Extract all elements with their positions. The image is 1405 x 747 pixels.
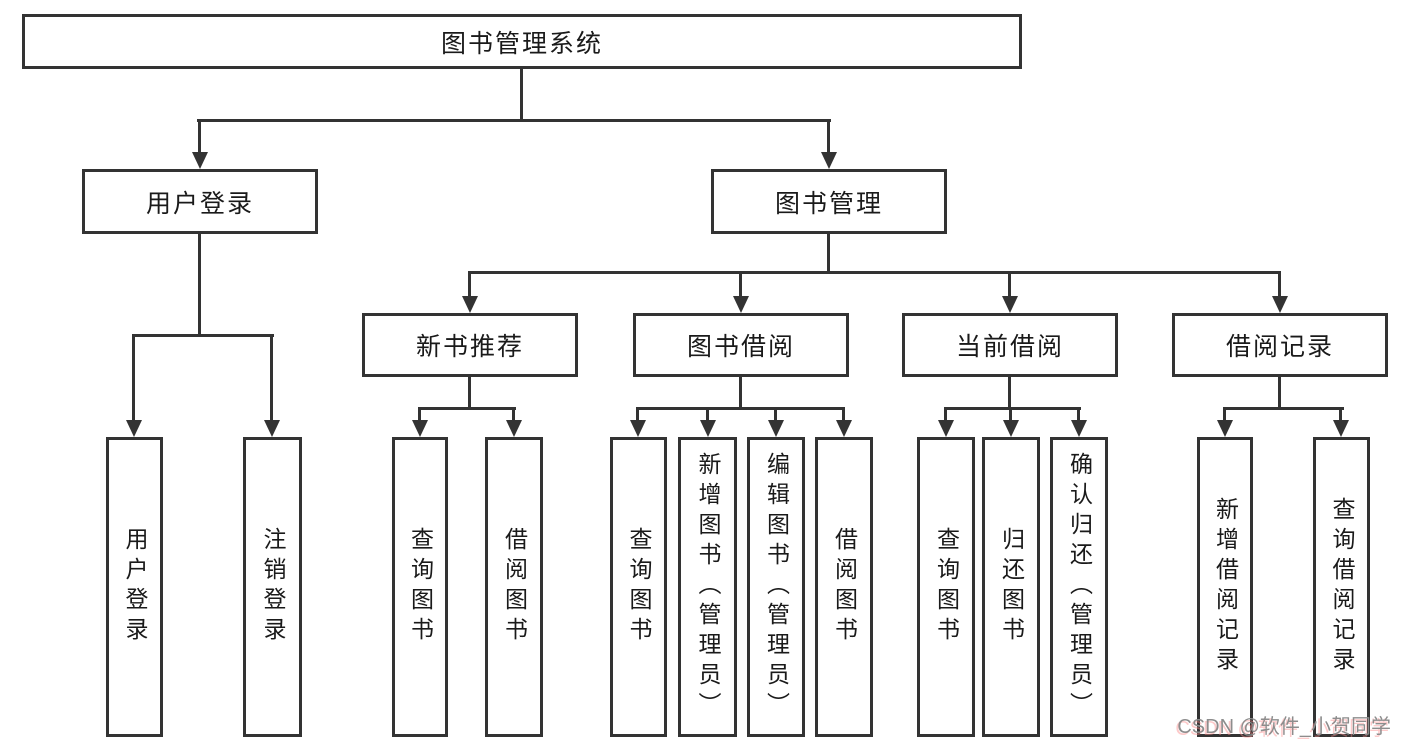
connector-line — [512, 407, 515, 422]
node-borrow-records: 借阅记录 — [1172, 313, 1388, 377]
leaf-newbook-query-label: 查询图书 — [407, 527, 434, 647]
node-book-management: 图书管理 — [711, 169, 947, 234]
connector-line — [197, 119, 831, 122]
connector-line — [1009, 407, 1012, 422]
node-new-book-recommend: 新书推荐 — [362, 313, 578, 377]
node-user-login-label: 用户登录 — [145, 189, 254, 218]
leaf-current-query: 查询图书 — [917, 437, 975, 737]
arrow-down-icon — [1333, 420, 1349, 437]
connector-line — [739, 271, 742, 298]
leaf-borrow-edit-book: 编辑图书（管理员） — [747, 437, 805, 737]
arrow-down-icon — [768, 420, 784, 437]
leaf-user-login-label: 用户登录 — [122, 527, 148, 647]
leaf-record-query-label: 查询借阅记录 — [1329, 497, 1355, 677]
leaf-logout: 注销登录 — [243, 437, 302, 737]
connector-line — [827, 119, 830, 154]
arrow-down-icon — [700, 420, 716, 437]
leaf-borrow-borrow-book: 借阅图书 — [815, 437, 873, 737]
connector-line — [1008, 375, 1011, 409]
node-new-book-recommend-label: 新书推荐 — [415, 333, 524, 361]
connector-line — [1008, 271, 1011, 298]
arrow-down-icon — [1272, 296, 1288, 313]
leaf-newbook-borrow-label: 借阅图书 — [501, 527, 528, 647]
connector-line — [944, 407, 947, 422]
arrow-down-icon — [1003, 420, 1019, 437]
connector-line — [468, 271, 1281, 274]
node-current-borrow-label: 当前借阅 — [955, 333, 1064, 361]
connector-line — [1278, 271, 1281, 298]
connector-line — [636, 407, 845, 410]
leaf-current-return: 归还图书 — [982, 437, 1040, 737]
arrow-down-icon — [1071, 420, 1087, 437]
arrow-down-icon — [733, 296, 749, 313]
connector-line — [198, 119, 201, 154]
leaf-current-return-label: 归还图书 — [998, 527, 1025, 647]
arrow-down-icon — [836, 420, 852, 437]
leaf-borrow-query: 查询图书 — [610, 437, 667, 737]
connector-line — [468, 375, 471, 409]
connector-line — [1223, 407, 1344, 410]
leaf-newbook-query: 查询图书 — [392, 437, 448, 737]
node-borrow-records-label: 借阅记录 — [1225, 333, 1334, 361]
connector-line — [132, 334, 135, 422]
arrow-down-icon — [821, 152, 837, 169]
node-book-borrow-label: 图书借阅 — [686, 333, 795, 361]
arrow-down-icon — [938, 420, 954, 437]
leaf-current-confirm-return: 确认归还（管理员） — [1050, 437, 1108, 737]
connector-line — [270, 334, 273, 422]
connector-line — [827, 232, 830, 273]
connector-line — [706, 407, 709, 422]
leaf-borrow-query-label: 查询图书 — [626, 527, 652, 647]
leaf-borrow-borrow-book-label: 借阅图书 — [831, 527, 858, 647]
connector-line — [418, 407, 421, 422]
leaf-newbook-borrow: 借阅图书 — [485, 437, 543, 737]
leaf-record-add: 新增借阅记录 — [1197, 437, 1253, 737]
leaf-current-query-label: 查询图书 — [933, 527, 960, 647]
leaf-user-login: 用户登录 — [106, 437, 163, 737]
arrow-down-icon — [1002, 296, 1018, 313]
arrow-down-icon — [412, 420, 428, 437]
arrow-down-icon — [264, 420, 280, 437]
leaf-borrow-add-book-label: 新增图书（管理员） — [695, 452, 721, 722]
arrow-down-icon — [506, 420, 522, 437]
node-current-borrow: 当前借阅 — [902, 313, 1118, 377]
node-book-borrow: 图书借阅 — [633, 313, 849, 377]
arrow-down-icon — [126, 420, 142, 437]
connector-line — [1223, 407, 1226, 422]
node-root-label: 图书管理系统 — [440, 29, 603, 58]
connector-line — [133, 334, 274, 337]
leaf-logout-label: 注销登录 — [260, 527, 286, 647]
connector-line — [944, 407, 1081, 410]
leaf-record-add-label: 新增借阅记录 — [1212, 497, 1239, 677]
arrow-down-icon — [462, 296, 478, 313]
connector-line — [774, 407, 777, 422]
node-user-login: 用户登录 — [82, 169, 318, 234]
connector-line — [198, 232, 201, 334]
leaf-record-query: 查询借阅记录 — [1313, 437, 1370, 737]
connector-line — [739, 375, 742, 409]
connector-line — [418, 407, 516, 410]
csdn-watermark: CSDN @软件_小贺同学 — [1177, 716, 1391, 738]
connector-line — [1278, 375, 1281, 409]
arrow-down-icon — [192, 152, 208, 169]
connector-line — [1077, 407, 1080, 422]
leaf-current-confirm-return-label: 确认归还（管理员） — [1066, 452, 1093, 722]
leaf-borrow-add-book: 新增图书（管理员） — [678, 437, 737, 737]
node-book-management-label: 图书管理 — [774, 189, 883, 218]
connector-line — [520, 67, 523, 120]
arrow-down-icon — [630, 420, 646, 437]
node-root: 图书管理系统 — [22, 14, 1022, 69]
connector-line — [1339, 407, 1342, 422]
connector-line — [468, 271, 471, 298]
leaf-borrow-edit-book-label: 编辑图书（管理员） — [763, 452, 790, 722]
connector-line — [636, 407, 639, 422]
arrow-down-icon — [1217, 420, 1233, 437]
connector-line — [842, 407, 845, 422]
